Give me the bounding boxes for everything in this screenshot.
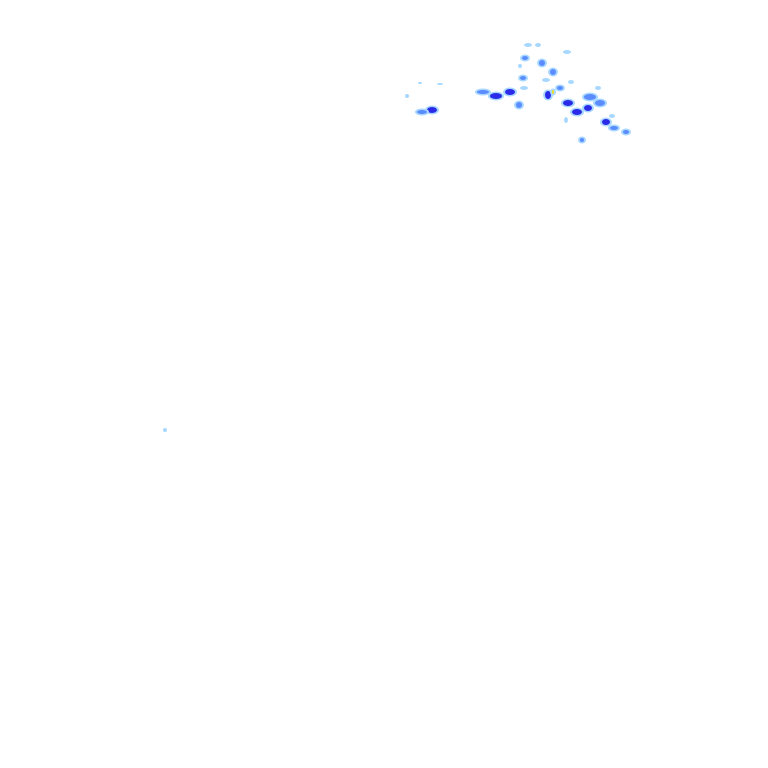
radar-echo-light [564, 117, 568, 123]
radar-echo-heavy [602, 119, 610, 125]
radar-echo-moderate [520, 76, 526, 80]
radar-echo-light [609, 114, 615, 118]
radar-echo-light [418, 82, 422, 84]
radar-echo-heavy [584, 105, 592, 111]
radar-echo-light [437, 83, 443, 85]
radar-echo-moderate [623, 130, 629, 134]
radar-echo-moderate [557, 86, 563, 90]
radar-echo-moderate [580, 138, 584, 142]
radar-echo-light [520, 86, 528, 90]
radar-echo-moderate [417, 110, 427, 114]
radar-echo-heavy [490, 93, 502, 99]
radar-echo-heavy [505, 89, 515, 95]
radar-echo-light [563, 50, 571, 54]
radar-echo-heavy [545, 91, 551, 99]
radar-echo-heavy [563, 100, 573, 106]
radar-echo-heavy [427, 107, 437, 113]
radar-echo-moderate [550, 69, 556, 75]
radar-echo-light [405, 94, 409, 98]
radar-echo-light [524, 43, 532, 47]
radar-echo-heavy [572, 109, 582, 115]
radar-echo-light [518, 64, 522, 68]
radar-echo-moderate [595, 100, 605, 106]
radar-echo-light [535, 43, 541, 47]
radar-echo-moderate [477, 90, 489, 94]
radar-echo-moderate [610, 126, 618, 130]
radar-echo-intense [552, 90, 554, 94]
radar-echo-moderate [522, 56, 528, 60]
radar-echo-light [595, 86, 601, 90]
radar-echo-moderate [584, 94, 596, 100]
radar-echo-light [163, 428, 167, 432]
radar-echo-moderate [516, 102, 522, 108]
radar-echo-light [542, 78, 550, 82]
radar-echo-light [568, 80, 574, 84]
radar-echo-moderate [539, 60, 545, 66]
